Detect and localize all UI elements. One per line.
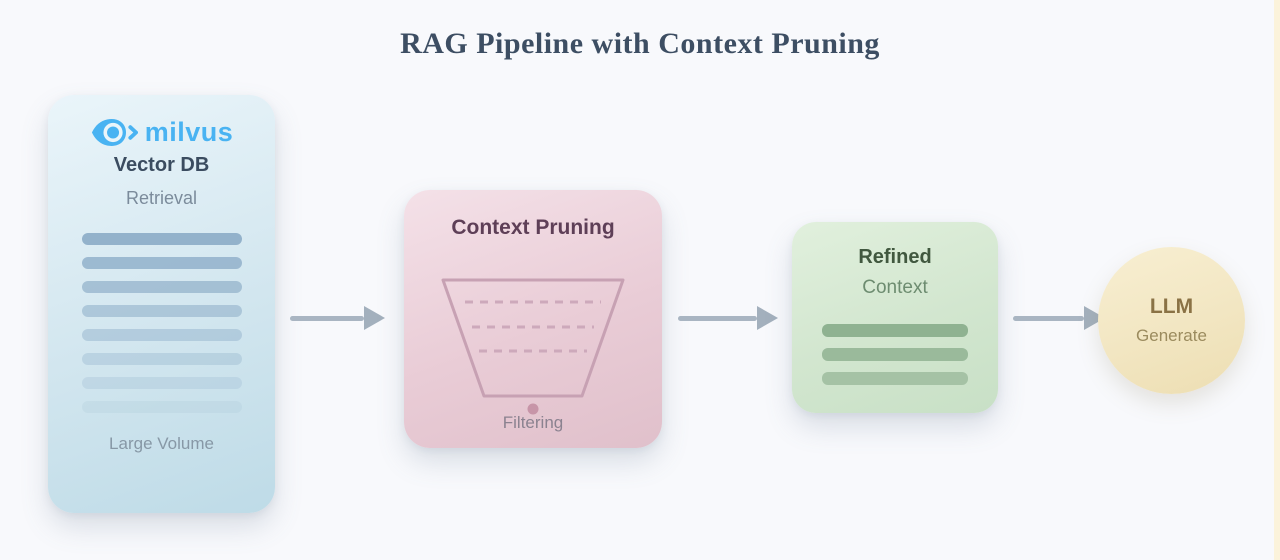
chunk-bar (81, 305, 242, 317)
arrow-shaft (1013, 315, 1084, 321)
arrow-head-icon (364, 306, 385, 330)
chunk-bar (822, 348, 968, 361)
arrow-pruning-to-refined (678, 306, 778, 330)
arrow-shaft (290, 315, 364, 321)
chunk-bar (81, 257, 242, 269)
llm-subtitle: Generate (1136, 326, 1207, 345)
milvus-logo: milvus (90, 116, 234, 148)
diagram-title: RAG Pipeline with Context Pruning (400, 27, 880, 60)
context-pruning-caption: Filtering (502, 413, 564, 432)
chunk-bar (81, 377, 242, 389)
milvus-logo-text: milvus (144, 116, 234, 147)
chunk-bar (81, 353, 242, 365)
arrow-refined-to-llm (1013, 306, 1105, 330)
refined-chunks-bars (822, 324, 968, 385)
chunk-bar (81, 401, 242, 413)
node-llm: LLM Generate (1098, 247, 1245, 394)
arrow-retrieval-to-pruning (290, 306, 385, 330)
vector-db-subtitle: Retrieval (125, 188, 198, 208)
retrieved-chunks-bars (81, 233, 242, 413)
arrow-shaft (678, 315, 757, 321)
chunk-bar (822, 324, 968, 337)
refined-context-subtitle: Context (862, 277, 928, 298)
page-edge-strip (1274, 0, 1280, 560)
funnel-icon (431, 274, 635, 422)
chunk-bar (81, 281, 242, 293)
refined-context-title: Refined (858, 246, 932, 268)
llm-title: LLM (1149, 295, 1194, 318)
node-refined-context: Refined Context (792, 222, 998, 413)
arrow-head-icon (757, 306, 778, 330)
milvus-eye-icon (90, 117, 138, 148)
node-context-pruning: Context Pruning Filtering (404, 190, 662, 448)
context-pruning-title: Context Pruning (451, 216, 615, 239)
chunk-bar (81, 329, 242, 341)
vector-db-title: Vector DB (113, 154, 210, 176)
chunk-bar (822, 372, 968, 385)
chunk-bar (81, 233, 242, 245)
node-vector-db: milvus Vector DB Retrieval Large Volume (48, 95, 275, 513)
vector-db-caption: Large Volume (109, 434, 214, 453)
